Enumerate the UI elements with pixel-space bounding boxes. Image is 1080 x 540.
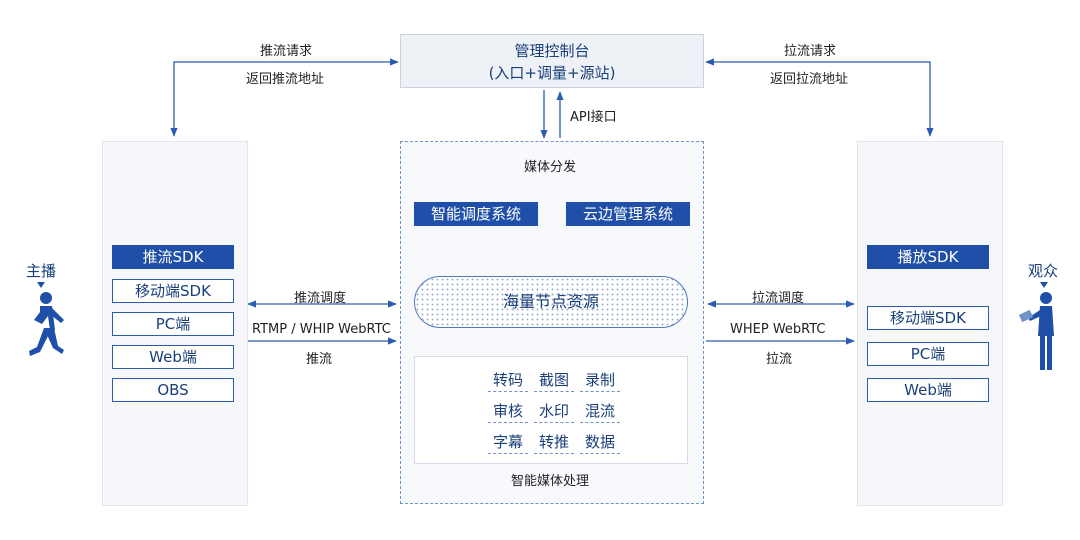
node-resource-pool: 海量节点资源 — [414, 276, 688, 328]
right-sdk-item: PC端 — [867, 342, 989, 366]
right-return-label: 返回拉流地址 — [770, 72, 849, 87]
processing-box — [414, 356, 688, 464]
push-action-label: 推流 — [306, 352, 333, 367]
left-sdk-item: Web端 — [112, 345, 234, 369]
console-title: 管理控制台 — [514, 42, 590, 60]
processing-item: 截图 — [534, 369, 574, 392]
processing-title: 智能媒体处理 — [511, 474, 590, 489]
pull-protocol-label: WHEP WebRTC — [730, 322, 826, 337]
smart-scheduling-system: 智能调度系统 — [414, 202, 538, 226]
left-request-arrow — [170, 58, 399, 137]
push-sdk-header: 推流SDK — [112, 245, 234, 269]
streamer-figure-icon — [29, 292, 64, 356]
processing-item: 水印 — [534, 400, 574, 423]
pull-schedule-label: 拉流调度 — [752, 291, 805, 306]
processing-item: 转推 — [534, 431, 574, 454]
processing-item: 混流 — [580, 400, 620, 423]
viewer-label: 观众 — [1028, 262, 1059, 280]
play-sdk-header: 播放SDK — [867, 245, 989, 269]
pull-action-label: 拉流 — [766, 352, 793, 367]
left-return-label: 返回推流地址 — [246, 72, 325, 87]
processing-item: 转码 — [488, 369, 528, 392]
processing-item: 录制 — [580, 369, 620, 392]
processing-item: 审核 — [488, 400, 528, 423]
left-sdk-item: PC端 — [112, 312, 234, 336]
management-console: 管理控制台 (入口+调量+源站) — [400, 34, 704, 88]
push-protocol-label: RTMP / WHIP WebRTC — [252, 322, 391, 337]
right-request-label: 拉流请求 — [784, 44, 837, 59]
left-sdk-item: OBS — [112, 378, 234, 402]
processing-item: 数据 — [580, 431, 620, 454]
api-label: API接口 — [570, 110, 617, 125]
left-sdk-item: 移动端SDK — [112, 279, 234, 303]
cloud-edge-management-system: 云边管理系统 — [566, 202, 690, 226]
right-sdk-item: 移动端SDK — [867, 306, 989, 330]
left-request-label: 推流请求 — [260, 44, 313, 59]
right-actor-pointer — [1040, 282, 1048, 288]
console-subtitle: (入口+调量+源站) — [488, 64, 616, 82]
push-schedule-label: 推流调度 — [294, 291, 347, 306]
viewer-figure-icon — [1018, 292, 1054, 370]
media-title: 媒体分发 — [524, 160, 577, 175]
processing-item: 字幕 — [488, 431, 528, 454]
right-request-arrow — [705, 58, 934, 137]
streamer-label: 主播 — [26, 262, 57, 280]
right-sdk-item: Web端 — [867, 378, 989, 402]
left-actor-pointer — [37, 282, 45, 288]
